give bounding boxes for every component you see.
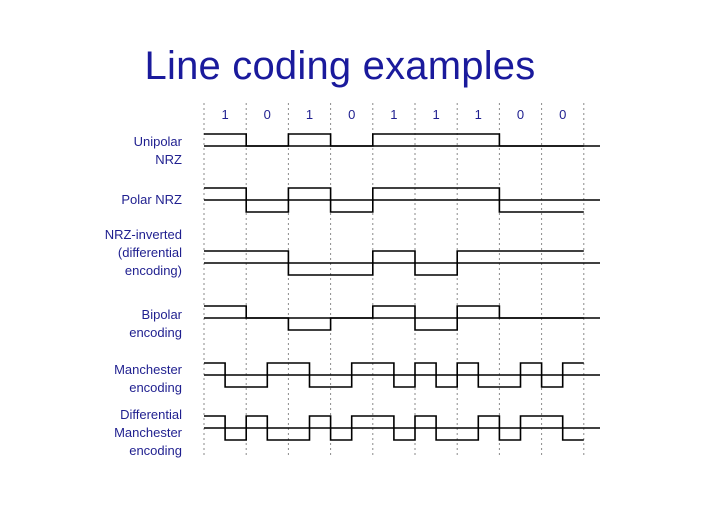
row-label-line: Manchester [114, 362, 182, 377]
bit-label: 0 [264, 107, 271, 122]
row-label-line: (differential [117, 245, 182, 260]
signal-waveforms [204, 133, 584, 441]
row-label-nrz-inverted: NRZ-inverted (differential encoding) [0, 226, 182, 280]
differential-manchester-waveform [204, 415, 584, 441]
bit-label: 1 [475, 107, 482, 122]
bit-label: 1 [221, 107, 228, 122]
row-label-line: encoding [129, 380, 182, 395]
row-label-line: Polar NRZ [121, 192, 182, 207]
bit-label: 1 [432, 107, 439, 122]
row-label-line: encoding) [124, 263, 182, 278]
row-label-line: Manchester [114, 425, 182, 440]
bit-label: 0 [348, 107, 355, 122]
row-label-line: NRZ [155, 152, 182, 167]
polar-nrz-waveform [204, 187, 584, 213]
page-title: Line coding examples [144, 44, 536, 88]
nrz-inverted-waveform [204, 250, 584, 276]
bit-label: 0 [559, 107, 566, 122]
row-label-line: encoding [129, 325, 182, 340]
row-label-line: Differential [120, 407, 182, 422]
bipolar-waveform [204, 305, 584, 331]
bit-boundary-gridlines [203, 103, 585, 455]
row-label-polar-nrz: Polar NRZ [0, 191, 182, 209]
row-label-manchester: Manchester encoding [0, 361, 182, 397]
bit-labels: 1 0 1 0 1 1 1 0 0 [221, 107, 566, 122]
bit-label: 1 [390, 107, 397, 122]
row-label-bipolar: Bipolar encoding [0, 306, 182, 342]
row-label-line: NRZ-inverted [104, 227, 182, 242]
bit-label: 1 [306, 107, 313, 122]
row-label-line: Unipolar [133, 134, 182, 149]
bit-label: 0 [517, 107, 524, 122]
row-label-line: encoding [129, 443, 182, 458]
manchester-waveform [204, 362, 584, 388]
row-label-line: Bipolar [141, 307, 182, 322]
unipolar-nrz-waveform [204, 133, 584, 147]
